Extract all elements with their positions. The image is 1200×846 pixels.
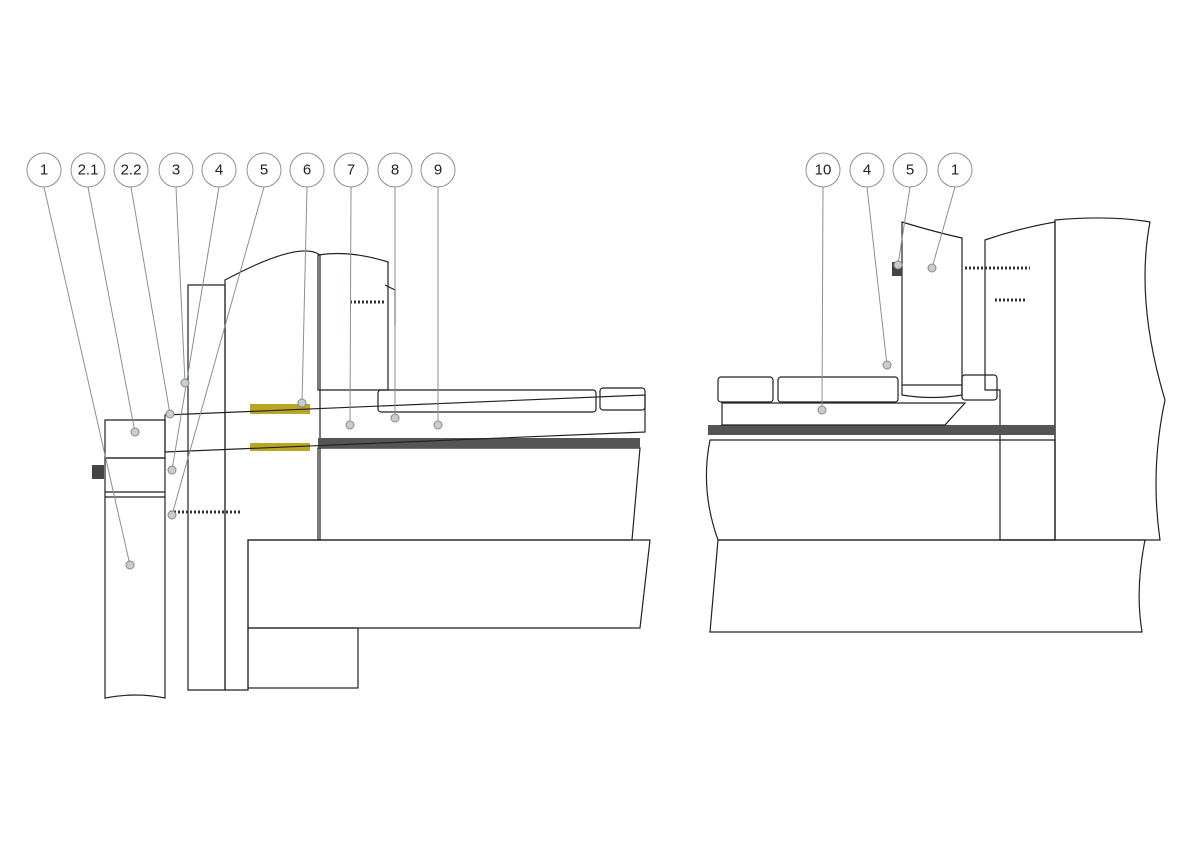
paver-3 (961, 374, 998, 401)
callout-label: 6 (303, 162, 311, 179)
callout-1: 1 (937, 152, 973, 188)
callout-6: 6 (289, 152, 325, 188)
concrete-wall (1054, 217, 1166, 541)
sealant-band (250, 404, 310, 414)
callout-3: 3 (158, 152, 194, 188)
downpipe (104, 457, 166, 699)
right-detail (705, 217, 1166, 633)
lower-wall (247, 627, 359, 689)
callout-label: 1 (40, 162, 48, 179)
paver-2 (777, 376, 899, 403)
wall-insulation (984, 221, 1056, 541)
concrete-slab (247, 539, 651, 629)
leader-lines (43, 186, 956, 570)
callout-8: 8 (377, 152, 413, 188)
waterproofing-membrane (708, 425, 1055, 435)
callout-label: 2.2 (121, 162, 142, 179)
vertical-pipe (901, 221, 963, 399)
callout-7: 7 (333, 152, 369, 188)
callout-label: 5 (260, 162, 268, 179)
callout-4: 4 (849, 152, 885, 188)
callout-label: 8 (391, 162, 399, 179)
paver-2 (599, 387, 646, 411)
roof-insulation (705, 439, 1056, 541)
waterproofing-membrane (318, 438, 640, 448)
pipe-clamp (92, 465, 104, 479)
callout-label: 4 (215, 162, 223, 179)
callout-9: 9 (420, 152, 456, 188)
parapet-insulation (317, 252, 389, 391)
callout-label: 1 (951, 162, 959, 179)
callout-5: 5 (246, 152, 282, 188)
callout-label: 10 (815, 162, 832, 179)
outlet-spout (104, 419, 166, 459)
callout-10: 10 (805, 152, 841, 188)
callout-2-2: 2.2 (113, 152, 149, 188)
callout-label: 5 (906, 162, 914, 179)
callout-label: 4 (863, 162, 871, 179)
paver-1 (717, 376, 774, 403)
parapet-flashing (384, 284, 396, 325)
left-detail (92, 250, 651, 699)
horizontal-drain-pipe (721, 402, 967, 426)
callouts-right: 10 4 5 1 (805, 152, 973, 188)
wall-insulation (187, 284, 226, 691)
callout-5: 5 (892, 152, 928, 188)
callout-label: 9 (434, 162, 442, 179)
callout-1: 1 (26, 152, 62, 188)
callouts-left: 1 2.1 2.2 3 4 5 6 7 8 9 (26, 152, 456, 188)
concrete-slab (709, 539, 1146, 633)
leader-dots (125, 260, 937, 570)
roof-insulation (317, 447, 641, 541)
callout-label: 3 (172, 162, 180, 179)
callout-label: 2.1 (78, 162, 99, 179)
callout-2-1: 2.1 (70, 152, 106, 188)
callout-4: 4 (201, 152, 237, 188)
paver-1 (377, 389, 597, 413)
concrete-wall (224, 250, 321, 691)
callout-label: 7 (347, 162, 355, 179)
